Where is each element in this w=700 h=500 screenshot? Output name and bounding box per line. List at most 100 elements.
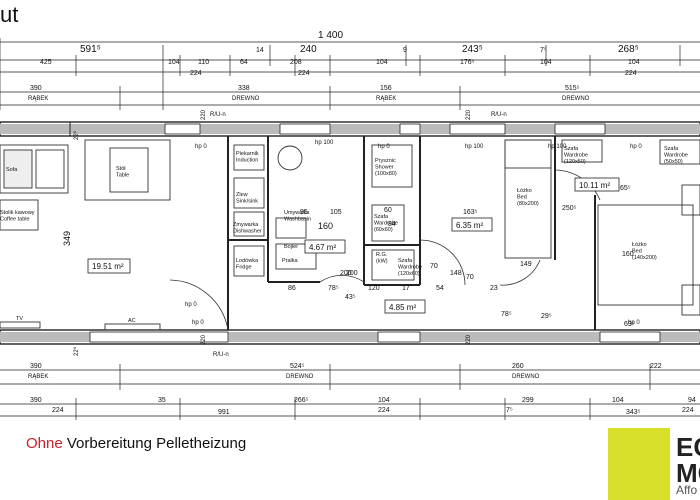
inner-dim: 43⁵ (345, 294, 356, 301)
bottom-dim-2: 94 (688, 397, 696, 404)
inner-dim: 200 (346, 270, 358, 277)
top-dim-1: 268⁵ (618, 44, 639, 55)
bottom-dim-1: 222 (650, 363, 662, 370)
inner-dim: 69⁵ (624, 321, 635, 328)
inner-dim: 148 (450, 270, 462, 277)
top-dim-2: 104 (168, 59, 180, 66)
top-dim-4-sub: DREWNO (232, 96, 260, 102)
window-label: hp 100 (465, 144, 484, 150)
top-dim-4: 338 (238, 85, 250, 92)
inner-dim: 29⁵ (541, 313, 552, 320)
rg-label: R.G.(kW) (376, 252, 388, 265)
total-width-label: 1 400 (318, 30, 343, 41)
caption: Ohne Vorbereitung Pelletheizung (26, 435, 246, 452)
caption-text: Vorbereitung Pelletheizung (62, 435, 247, 452)
window-label: R/U-n (491, 112, 507, 118)
inner-dim: 149 (520, 261, 532, 268)
bottom-dim-1: 390 (30, 363, 42, 370)
caption-highlight: Ohne (26, 435, 63, 452)
room-height-label: 349 (62, 231, 72, 246)
bottom-dim-2: 299 (522, 397, 534, 404)
window-label: 220 (201, 334, 207, 345)
inner-dim: 200 (340, 270, 352, 277)
bottom-dim-3: 343⁵ (626, 409, 641, 416)
top-dim-1: 240 (300, 44, 317, 55)
top-dim-3: 224 (298, 70, 310, 77)
top-dim-2: 104 (540, 59, 552, 66)
bottom-dimension-lines (0, 369, 700, 417)
inner-dim: 54 (436, 285, 444, 292)
top-dimension-lines (0, 41, 700, 106)
top-dim-1: 591⁵ (80, 44, 101, 55)
logo-line-1: EC (676, 432, 700, 462)
kitchen-width-label: 160 (318, 221, 333, 231)
furniture (0, 139, 700, 331)
inner-dim: 160 (622, 251, 634, 258)
inner-dim: 78⁵ (328, 285, 339, 292)
window-label: 22⁰ (73, 130, 80, 140)
top-dim-4-sub: RĄBEK (376, 96, 396, 102)
bottom-dim-2: 104 (612, 397, 624, 404)
inner-dim: 120 (368, 285, 380, 292)
room-labels: 19.51 m² 4.67 m² 6.35 m² 4.85 m² 10.11 m… (87, 177, 620, 314)
bottom-dim-3: 224 (682, 407, 694, 414)
ac-label: AC (128, 318, 136, 324)
sofa-label: Sofa (6, 167, 18, 173)
bottom-dim-3: 224 (378, 407, 390, 414)
top-dim-4: 390 (30, 85, 42, 92)
window-label: hp 0 (378, 144, 390, 150)
top-dim-3: 224 (625, 70, 637, 77)
bath-area-label: 6.35 m² (456, 221, 483, 230)
bedroom-area-label: 10.11 m² (579, 181, 610, 190)
window-label: hp 0 (630, 144, 642, 150)
inner-dim: 105 (330, 209, 342, 216)
bottom-dim-1-sub: DREWNO (512, 374, 540, 380)
window-label: 22⁰ (73, 346, 80, 356)
logo-square (608, 428, 670, 500)
inner-dim: 60 (384, 207, 392, 214)
window-label: 220 (466, 109, 472, 120)
top-dim-1-small: 14 (256, 47, 264, 54)
bottom-ticks (75, 364, 651, 420)
kitchen-area-label: 4.67 m² (309, 243, 336, 252)
top-dim-3: 224 (190, 70, 202, 77)
bottom-dim-3: 224 (52, 407, 64, 414)
top-dim-2: 110 (198, 59, 209, 66)
top-dim-2: 64 (240, 59, 248, 66)
bottom-dim-1-sub: DREWNO (286, 374, 314, 380)
inner-dim: 84 (388, 221, 396, 228)
bottom-dim-2: 35 (158, 397, 166, 404)
bottom-dim-1: 260 (512, 363, 524, 370)
bottom-dim-3: 7⁵ (506, 407, 513, 414)
top-dim-2: 208 (290, 59, 302, 66)
doors (169, 169, 601, 331)
boiler-label: Bojler (284, 244, 298, 250)
logo-line-3: Affo (676, 483, 698, 497)
top-dim-4-sub: RĄBEK (28, 96, 48, 102)
inner-dim: 70 (466, 274, 474, 281)
window-label: hp 0 (628, 320, 640, 326)
top-dim-2: 104 (628, 59, 640, 66)
window-label: hp 0 (185, 302, 197, 308)
inner-dim: 250⁵ (562, 205, 577, 212)
logo-line-2: MO (676, 458, 700, 488)
bottom-dim-1: 524⁵ (290, 363, 305, 370)
top-dim-4: 515⁵ (565, 85, 580, 92)
bottom-dim-1-sub: RĄBEK (28, 374, 48, 380)
top-dim-2: 176⁵ (460, 59, 475, 66)
top-dim-2: 104 (376, 59, 388, 66)
top-dim-4-sub: DREWNO (562, 96, 590, 102)
interior-walls (227, 136, 596, 330)
